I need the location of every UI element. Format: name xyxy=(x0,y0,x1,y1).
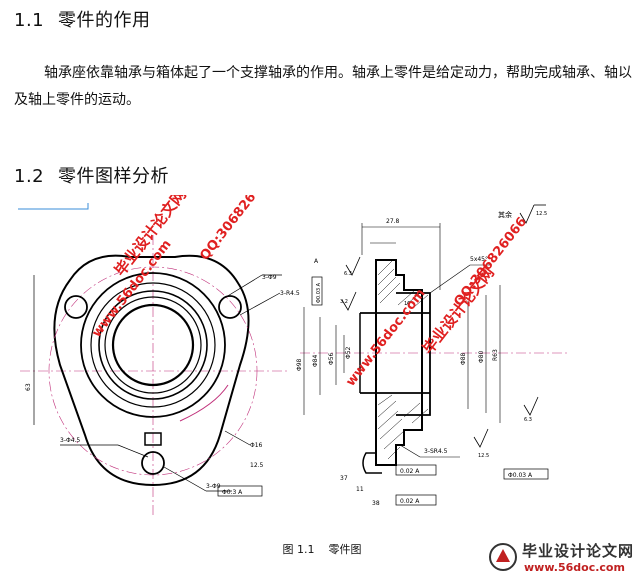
dim-label: 6.3 xyxy=(344,271,352,277)
dim-label: Φ98 xyxy=(296,358,303,371)
section-title: 零件的作用 xyxy=(58,10,151,31)
surface-finish-label: 其余 xyxy=(498,210,512,219)
dim-label: Φ84 xyxy=(312,354,319,367)
logo-url: www.56doc.com xyxy=(524,561,625,574)
dim-label: 3-Φ4.5 xyxy=(60,437,80,444)
logo-icon xyxy=(489,543,517,571)
dim-label: Φ52 xyxy=(345,346,352,359)
datum-label: A xyxy=(314,258,319,265)
dim-label: 12.5 xyxy=(536,211,547,217)
tolerance-frame: Φ0.03 A xyxy=(316,282,322,303)
section-heading-2: 1.2 零件图样分析 xyxy=(14,162,169,188)
tolerance-frame: 0.02 A xyxy=(400,468,420,475)
dim-label: 16 xyxy=(404,301,410,307)
site-logo: 毕业设计论文网 www.56doc.com xyxy=(488,540,638,578)
dim-label: 37 xyxy=(340,475,348,482)
dim-label: 12.5 xyxy=(478,453,489,459)
caption-number: 图 1.1 xyxy=(282,543,315,556)
dim-label: 11 xyxy=(356,486,364,493)
dim-label: Φ16 xyxy=(250,442,263,449)
dim-label: 12.5 xyxy=(250,462,264,469)
dim-label: 3-R4.5 xyxy=(280,290,300,297)
watermark-text: QQ:306826066 xyxy=(197,195,276,263)
dim-label: 3-Φ9 xyxy=(262,274,277,281)
section-heading-1: 1.1 零件的作用 xyxy=(14,6,151,32)
dim-label: 3-SR4.5 xyxy=(424,448,448,455)
tolerance-frame: Φ0.3 A xyxy=(222,489,243,496)
logo-name: 毕业设计论文网 xyxy=(522,542,635,560)
dim-label: 6.3 xyxy=(524,417,532,423)
dim-label: 38 xyxy=(372,500,380,507)
dim-label: 27.8 xyxy=(386,218,400,225)
section-number: 1.1 xyxy=(14,10,45,31)
figure-caption: 图 1.1 零件图 xyxy=(0,541,644,557)
dim-label: R63 xyxy=(492,349,499,361)
dim-label: 63 xyxy=(25,383,32,391)
dim-label: 3.2 xyxy=(340,299,348,305)
dim-label: Φ80 xyxy=(478,350,485,363)
tolerance-frame: Φ0.03 A xyxy=(508,472,533,479)
part-drawing: 3-Φ9 3-R4.5 63 3-Φ4.5 Φ16 12.5 3-Φ9 Φ0.3… xyxy=(18,195,570,515)
section-title: 零件图样分析 xyxy=(58,166,169,187)
dim-label: 5x45° xyxy=(470,256,488,263)
dim-label: Φ88 xyxy=(460,352,467,365)
dim-label: 3-Φ9 xyxy=(206,483,221,490)
tolerance-frame: 0.02 A xyxy=(400,498,420,505)
section-number: 1.2 xyxy=(14,166,45,187)
caption-text: 零件图 xyxy=(328,543,362,556)
dim-label: Φ56 xyxy=(328,352,335,365)
body-paragraph: 轴承座依靠轴承与箱体起了一个支撑轴承的作用。轴承上零件是给定动力，帮助完成轴承、… xyxy=(14,65,632,108)
front-view xyxy=(20,235,290,515)
watermark-text: www.56doc.com xyxy=(343,286,428,389)
